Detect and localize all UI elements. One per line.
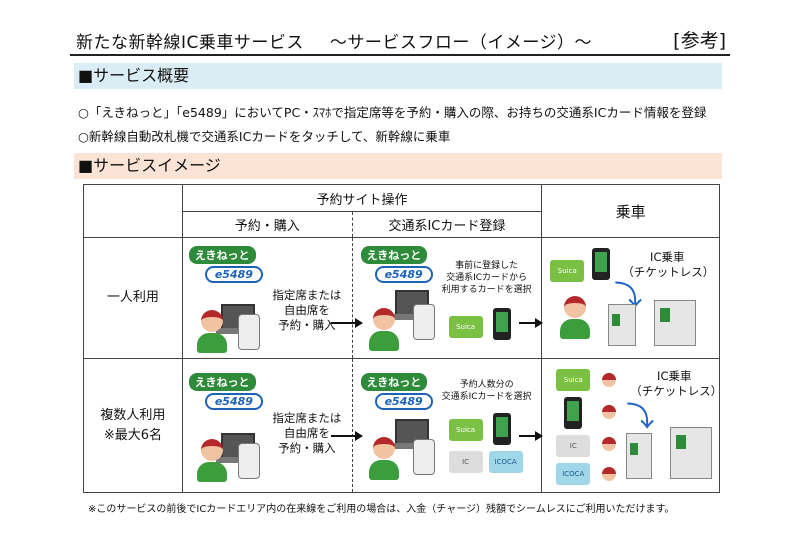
flow-arrow-icon bbox=[518, 318, 543, 328]
ticket-gate-icon bbox=[654, 300, 697, 346]
image-heading: ■サービスイメージ bbox=[74, 153, 722, 179]
row-label-single-text: 一人利用 bbox=[106, 290, 159, 305]
e5489-logo: e5489 bbox=[374, 266, 433, 283]
title-main: 新たな新幹線IC乗車サービス bbox=[76, 33, 304, 53]
ic-card-icon: IC bbox=[448, 451, 483, 473]
flow-arrow-icon bbox=[518, 431, 543, 441]
person-body-icon bbox=[560, 319, 591, 339]
ekinet-logo: えきねっと bbox=[188, 246, 256, 264]
smartphone-icon bbox=[412, 439, 435, 475]
person-head-icon bbox=[564, 296, 587, 318]
gate-reader-icon bbox=[630, 443, 639, 455]
e5489-logo: e5489 bbox=[204, 266, 263, 283]
board-caption: IC乗車 （チケットレス） bbox=[630, 369, 723, 398]
overview-bullet-1: ○「えきねっと」「e5489」においてPC・ｽﾏﾎで指定席等を予約・購入の際、お… bbox=[78, 105, 707, 120]
icoca-card-icon: ICOCA bbox=[488, 451, 523, 473]
laptop-base-icon bbox=[389, 314, 430, 320]
ticket-gate-icon bbox=[670, 427, 713, 479]
overview-heading: ■サービス概要 bbox=[74, 63, 722, 89]
mobile-ic-icon bbox=[492, 413, 511, 445]
mobile-ic-icon bbox=[592, 248, 611, 280]
suica-card-icon: Suica bbox=[556, 369, 591, 391]
ekinet-logo: えきねっと bbox=[360, 373, 428, 391]
row-label-multi-text: 複数人利用 bbox=[100, 407, 166, 423]
reference-label: [参考] bbox=[673, 30, 726, 52]
suica-card-icon: Suica bbox=[448, 316, 483, 338]
col-reserve-header: 予約・購入 bbox=[181, 211, 353, 238]
col-register-header: 交通系ICカード登録 bbox=[351, 211, 543, 238]
cell-single-board: Suica IC乗車 （チケットレス） ⤵ bbox=[541, 237, 720, 359]
row-label-multi-sub: ※最大6名 bbox=[103, 427, 162, 443]
cell-multi-board: Suica IC ICOCA IC乗車 （チケットレス） ⤵ bbox=[541, 358, 723, 493]
person-head-icon bbox=[602, 405, 617, 419]
group-header: 予約サイト操作 bbox=[181, 184, 543, 212]
smartphone-icon bbox=[237, 443, 260, 479]
laptop-base-icon bbox=[215, 328, 256, 334]
smartphone-icon bbox=[237, 314, 260, 350]
ic-card-icon: IC bbox=[556, 435, 591, 457]
icoca-card-icon: ICOCA bbox=[556, 463, 591, 485]
corner-cell bbox=[83, 184, 183, 238]
person-head-icon bbox=[372, 437, 395, 459]
person-head-icon bbox=[602, 437, 617, 451]
gate-reader-icon bbox=[660, 308, 671, 322]
gate-reader-icon bbox=[612, 314, 621, 326]
suica-card-icon: Suica bbox=[550, 260, 585, 282]
cell-multi-reserve: えきねっと e5489 指定席または 自由席を 予約・購入 bbox=[181, 358, 363, 493]
person-body-icon bbox=[368, 460, 399, 480]
ekinet-logo: えきねっと bbox=[188, 373, 256, 391]
row-label-multi: 複数人利用 ※最大6名 bbox=[83, 358, 183, 493]
person-body-icon bbox=[196, 462, 227, 482]
title-subtitle: ～サービスフロー（イメージ）～ bbox=[329, 33, 593, 53]
suica-card-icon: Suica bbox=[448, 419, 483, 441]
mobile-ic-icon bbox=[492, 308, 511, 340]
e5489-logo: e5489 bbox=[374, 393, 433, 410]
mobile-ic-icon bbox=[564, 397, 583, 429]
cell-multi-register: えきねっと e5489 予約人数分の 交通系ICカードを選択 Suica IC … bbox=[351, 358, 543, 493]
cell-single-register: えきねっと e5489 事前に登録した 交通系ICカードから 利用するカードを選… bbox=[351, 237, 543, 359]
person-head-icon bbox=[602, 373, 617, 387]
e5489-logo: e5489 bbox=[204, 393, 263, 410]
reserve-instructions: 指定席または 自由席を 予約・購入 bbox=[272, 288, 342, 332]
page-title: 新たな新幹線IC乗車サービス ～サービスフロー（イメージ）～ bbox=[76, 28, 592, 53]
footer-note: ※このサービスの前後でICカードエリア内の在来線をご利用の場合は、入金（チャージ… bbox=[88, 504, 675, 515]
row-label-single: 一人利用 bbox=[83, 237, 183, 359]
col-board-header: 乗車 bbox=[541, 184, 720, 238]
overview-bullet-2: ○新幹線自動改札機で交通系ICカードをタッチして、新幹線に乗車 bbox=[78, 129, 451, 144]
smartphone-icon bbox=[412, 304, 435, 340]
ic-touch-arrow-icon: ⤵ bbox=[626, 400, 655, 433]
gate-reader-icon bbox=[676, 435, 687, 449]
person-head-icon bbox=[602, 467, 617, 481]
register-instructions: 事前に登録した 交通系ICカードから 利用するカードを選択 bbox=[441, 261, 532, 295]
person-body-icon bbox=[196, 333, 227, 353]
person-head-icon bbox=[200, 310, 223, 332]
person-body-icon bbox=[368, 331, 399, 351]
person-head-icon bbox=[200, 439, 223, 461]
laptop-base-icon bbox=[389, 443, 430, 449]
register-instructions: 予約人数分の 交通系ICカードを選択 bbox=[441, 380, 532, 402]
reserve-instructions: 指定席または 自由席を 予約・購入 bbox=[272, 411, 342, 455]
title-bar: 新たな新幹線IC乗車サービス ～サービスフロー（イメージ）～ [参考] bbox=[70, 24, 730, 56]
ticket-gate-icon bbox=[626, 433, 653, 479]
board-caption: IC乗車 （チケットレス） bbox=[622, 250, 715, 279]
cell-single-reserve: えきねっと e5489 指定席または 自由席を 予約・購入 bbox=[181, 237, 363, 359]
person-head-icon bbox=[372, 308, 395, 330]
service-flow-table: 予約サイト操作 乗車 予約・購入 交通系ICカード登録 一人利用 えきねっと e… bbox=[83, 184, 723, 493]
laptop-base-icon bbox=[215, 457, 256, 463]
ekinet-logo: えきねっと bbox=[360, 246, 428, 264]
